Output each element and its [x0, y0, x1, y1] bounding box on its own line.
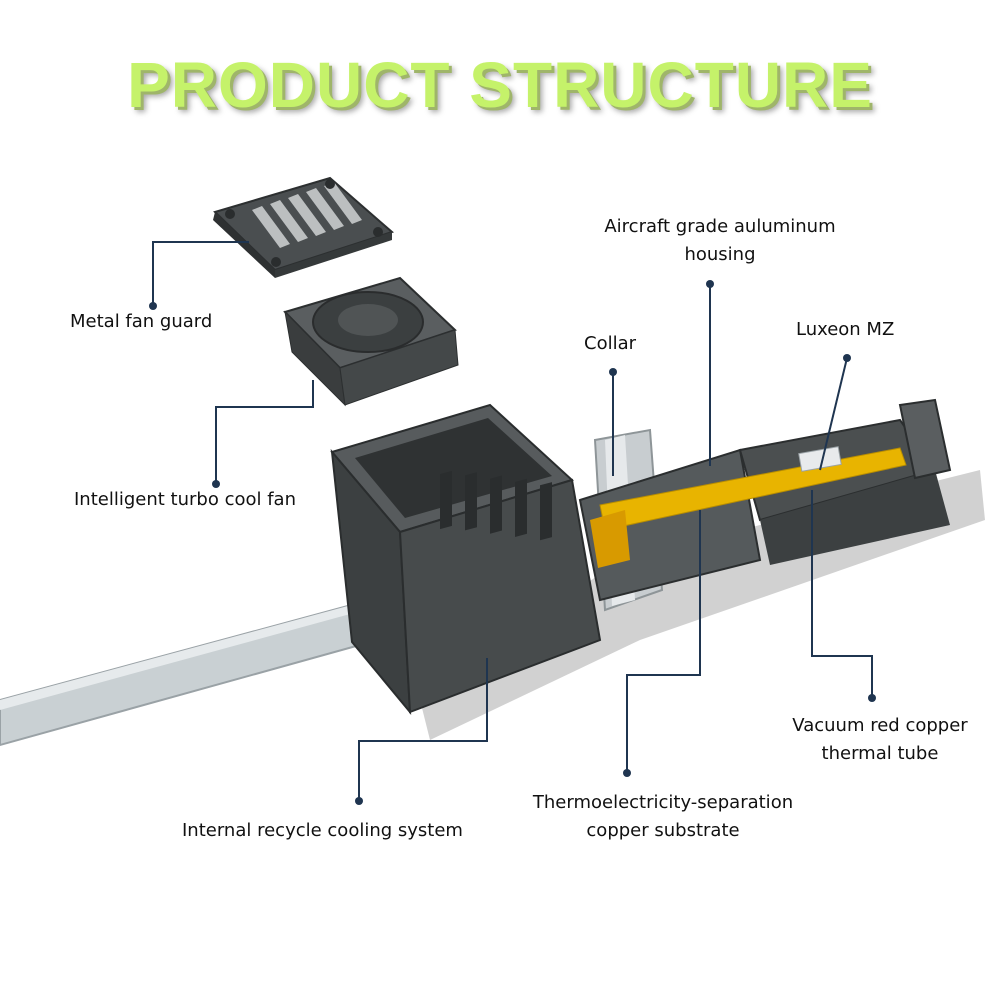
power-cable — [0, 598, 387, 747]
label-copper-tube-line2: thermal tube — [821, 743, 939, 764]
cooling-body — [330, 403, 602, 715]
label-metal-fan-guard: Metal fan guard — [70, 311, 213, 332]
label-substrate-line2: copper substrate — [586, 820, 740, 841]
leader-dots — [149, 280, 876, 805]
label-aluminum-housing: Aircraft grade auluminum housing — [600, 213, 840, 269]
leader-lines — [152, 241, 873, 801]
turbo-cool-fan — [283, 276, 459, 407]
label-collar: Collar — [584, 333, 637, 354]
label-aluminum-housing-line2: housing — [684, 244, 756, 265]
label-copper-tube: Vacuum red copper thermal tube — [785, 712, 975, 768]
page-title: PRODUCT STRUCTURE — [127, 49, 873, 121]
luxeon-led — [798, 446, 842, 472]
label-substrate-line1: Thermoelectricity-separation — [532, 792, 794, 813]
metal-fan-guard — [213, 176, 394, 278]
label-aluminum-housing-line1: Aircraft grade auluminum — [604, 216, 836, 237]
label-internal-cooling: Internal recycle cooling system — [182, 820, 463, 841]
copper-thermal-tube — [590, 447, 907, 568]
label-intelligent-fan: Intelligent turbo cool fan — [74, 489, 296, 510]
label-substrate: Thermoelectricity-separation copper subs… — [527, 789, 799, 845]
label-copper-tube-line1: Vacuum red copper — [792, 715, 968, 736]
label-luxeon: Luxeon MZ — [796, 319, 895, 340]
